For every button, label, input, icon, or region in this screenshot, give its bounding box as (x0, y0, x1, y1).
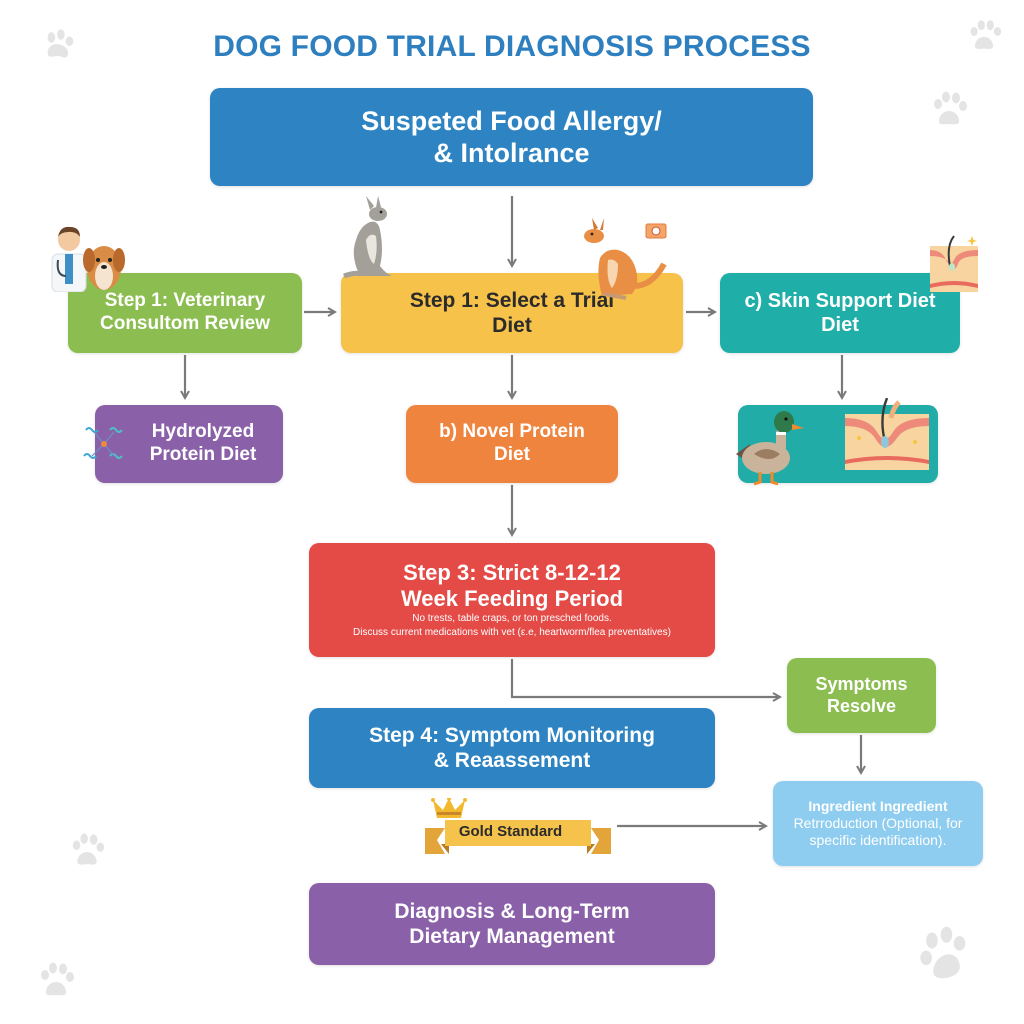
kangaroo-icon (584, 218, 667, 300)
node-text: Step 4: Symptom Monitoring (369, 723, 655, 747)
node-text: Step 3: Strict 8-12-12 (403, 559, 621, 585)
page-title: DOG FOOD TRIAL DIAGNOSIS PROCESS (213, 30, 811, 63)
node-symptom-monitoring: Step 4: Symptom Monitoring & Reaassement (309, 708, 715, 788)
skin-cross-section-icon (845, 398, 929, 470)
node-text: c) Skin Support Diet (744, 290, 936, 312)
paw-print-icon (920, 926, 966, 979)
kangaroo-icon (343, 196, 392, 278)
node-text: Step 1: Select a Trial (409, 288, 615, 312)
paw-print-icon (47, 29, 74, 58)
paw-print-icon (41, 962, 74, 996)
protein-molecule-icon (83, 427, 123, 459)
node-text: Diet (494, 444, 530, 465)
node-diagnosis-management: Diagnosis & Long-Term Dietary Management (309, 883, 715, 965)
node-text: specific identification). (809, 831, 947, 848)
node-text: Ingredient Ingredient (808, 798, 948, 815)
node-text: Symptoms (815, 673, 908, 694)
node-text: Dietary Management (409, 925, 615, 948)
node-symptoms-resolve: Symptoms Resolve (787, 658, 936, 733)
skin-cross-section-icon (930, 235, 978, 292)
node-skin-support-diet: c) Skin Support Diet Diet (720, 273, 960, 353)
node-text: Resolve (826, 695, 897, 716)
node-text: & Intolrance (433, 138, 590, 168)
node-text: Step 1: Veterinary (104, 290, 266, 312)
gold-standard-label: Gold Standard (458, 822, 563, 840)
gold-standard-ribbon (425, 798, 611, 854)
node-text: Hydrolyzed (151, 421, 255, 443)
node-suspected-allergy: Suspeted Food Allergy/ & Intolrance (210, 88, 813, 186)
node-novel-protein-diet: b) Novel Protein Diet (406, 405, 618, 483)
node-text: Diet (821, 314, 859, 336)
node-strict-feeding-period: Step 3: Strict 8-12-12 Week Feeding Peri… (309, 543, 715, 657)
node-text: Week Feeding Period (400, 586, 624, 611)
crown-icon (431, 798, 467, 818)
paw-print-icon (72, 833, 105, 865)
node-text: Protein Diet (149, 444, 257, 465)
duck-icon (736, 411, 804, 486)
paw-print-icon (934, 91, 967, 125)
vet-with-dog-icon (51, 226, 125, 292)
node-text: Consultom Review (100, 313, 270, 334)
arrow-strict-to-resolve (510, 659, 780, 697)
node-note: Discuss current medications with vet (ε.… (353, 627, 671, 639)
node-text: & Reaassement (433, 749, 591, 772)
paw-print-icon (970, 20, 1002, 49)
node-text: Diagnosis & Long-Term (394, 899, 630, 923)
node-text: Retrroduction (Optional, for (793, 815, 963, 832)
node-hydrolyzed-protein-diet: Hydrolyzed Protein Diet (95, 405, 283, 483)
node-text: Suspeted Food Allergy/ (361, 105, 662, 136)
node-note: No trests, table craps, or ton presched … (412, 613, 612, 625)
node-text: b) Novel Protein (439, 421, 585, 443)
node-text: Diet (492, 314, 532, 337)
node-ingredient-reintroduction: Ingredient Ingredient Retrroduction (Opt… (773, 781, 983, 866)
